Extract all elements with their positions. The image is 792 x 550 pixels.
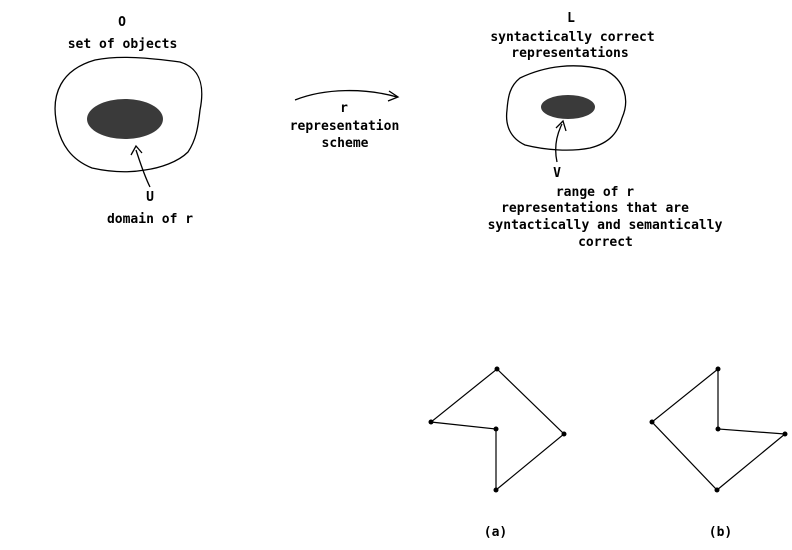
mapping-line1: representation [272, 119, 417, 135]
polygon-a-label: (a) [478, 525, 513, 541]
mapping-line2: scheme [300, 136, 390, 152]
domain-u-letter: U [140, 190, 160, 206]
range-v-letter: V [547, 166, 567, 182]
v-arrow [556, 124, 562, 162]
mapping-letter: r [334, 101, 354, 117]
domain-u-caption: domain of r [90, 212, 210, 228]
mapping-arrow [295, 91, 397, 100]
range-v-line2: representations that are [480, 201, 710, 217]
domain-u-region [87, 99, 163, 139]
set-o-caption: set of objects [50, 37, 195, 53]
range-v-line4: correct [568, 235, 643, 251]
set-o-letter: O [112, 15, 132, 31]
set-l-letter: L [561, 11, 581, 27]
polygon-b-label: (b) [703, 525, 738, 541]
u-arrow [136, 150, 150, 187]
set-l-line2: representations [490, 46, 650, 62]
range-v-region [541, 95, 595, 119]
range-v-line1: range of r [545, 185, 645, 201]
range-v-line3: syntactically and semantically [464, 218, 746, 234]
polygon-a-vertices [429, 367, 567, 493]
set-l-line1: syntactically correct [470, 30, 675, 46]
